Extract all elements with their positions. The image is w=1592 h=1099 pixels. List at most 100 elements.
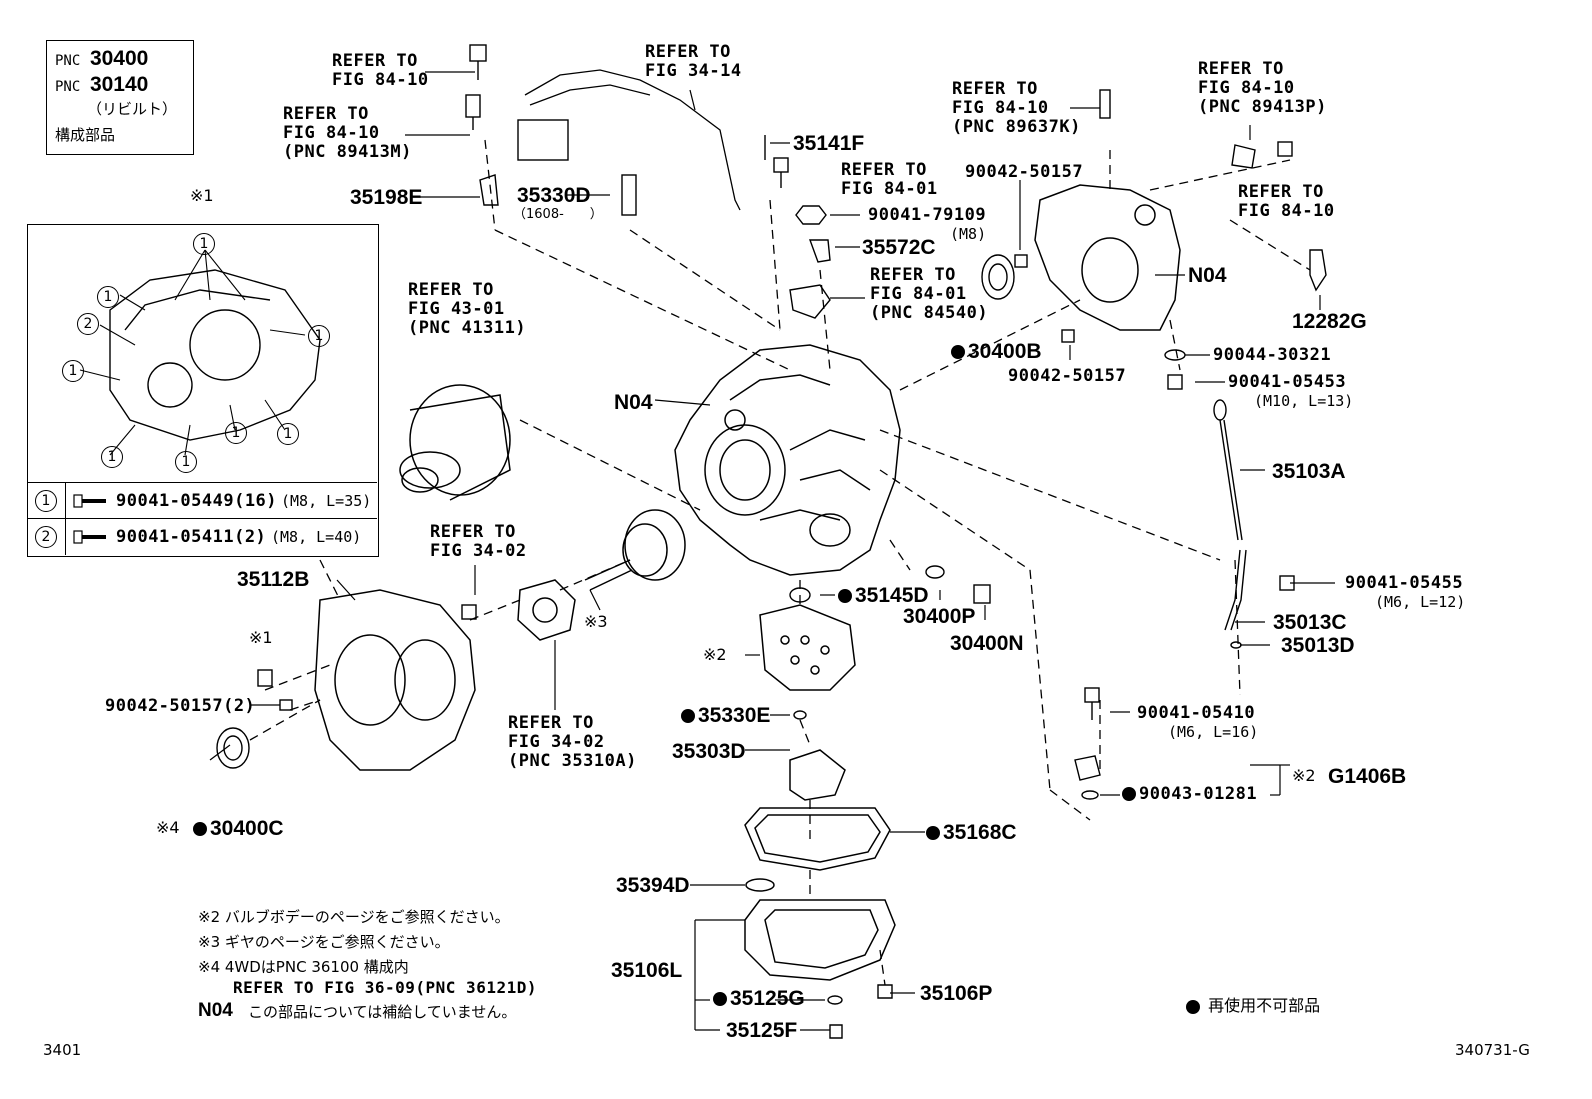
ref-line: REFER TO	[1198, 59, 1284, 79]
inset-callout: 1	[193, 233, 215, 255]
part-number: 90043-01281	[1139, 784, 1258, 804]
inset-row-number: 1	[35, 490, 57, 512]
ref-line: (PNC 84540)	[870, 303, 989, 323]
ref-line: FIG 34-02	[508, 732, 605, 752]
inset-part-spec: (M8, L=35)	[281, 492, 372, 510]
ref-line: (PNC 35310A)	[508, 751, 637, 771]
part-30400C-mark: ※4	[156, 818, 180, 837]
pnc-number: 30400	[89, 47, 149, 70]
transmission-case-main	[674, 344, 901, 576]
ref-line: FIG 84-10	[1238, 201, 1335, 221]
non-reusable-dot-icon	[926, 826, 940, 841]
part-90041-05453-spec: (M10, L=13)	[1254, 392, 1354, 410]
ref-line: FIG 84-01	[870, 284, 967, 304]
part-N04-side-cover: N04	[1188, 264, 1227, 287]
legend-text: 再使用不可部品	[1208, 996, 1321, 1015]
non-reusable-dot-icon	[1122, 787, 1136, 801]
note-4: ※4 4WDはPNC 36100 構成内	[198, 958, 409, 976]
part-30400P: 30400P	[903, 605, 976, 628]
side-cover-n04	[1034, 184, 1181, 331]
inset-title: ※1	[190, 186, 214, 205]
part-number: 35168C	[943, 821, 1017, 844]
clutch-drum	[584, 509, 686, 591]
pnc-prefix: PNC	[55, 53, 81, 69]
part-G1406B: G1406B	[1328, 765, 1407, 788]
ref-line: (PNC 89413P)	[1198, 97, 1327, 117]
part-35198E: 35198E	[350, 186, 423, 209]
inset-callout: 2	[77, 313, 99, 335]
note-n04-text: この部品については補給していません。	[248, 1003, 517, 1021]
part-90042-50157-b: 90042-50157	[1008, 366, 1127, 386]
ref-line: FIG 84-10	[283, 123, 380, 143]
ref-line: REFER TO	[508, 713, 594, 733]
part-35330D-note: （1608- ）	[513, 207, 603, 222]
assembly-dashed-lines	[249, 139, 1311, 986]
part-35013D: 35013D	[1281, 634, 1355, 657]
differential-gear	[399, 384, 511, 501]
part-35106L: 35106L	[611, 959, 683, 982]
valve-body	[759, 604, 856, 691]
ref-line: FIG 34-14	[645, 61, 742, 81]
inset-callout-lines	[79, 249, 306, 456]
part-30400B: 30400B	[951, 341, 1042, 363]
ref-line: FIG 84-10	[952, 98, 1049, 118]
inset-row-cell: 90041-05449(16) (M8, L=35)	[65, 483, 371, 519]
part-35103A: 35103A	[1272, 460, 1346, 483]
bolt-icon	[73, 494, 106, 508]
part-number: 35125G	[730, 987, 805, 1010]
part-90041-05453: 90041-05453	[1228, 372, 1347, 392]
washer	[745, 878, 775, 892]
part-90041-05455: 90041-05455	[1345, 573, 1464, 593]
part-35106P: 35106P	[920, 982, 993, 1005]
non-reusable-dot-icon	[1186, 999, 1200, 1014]
part-mark-3: ※3	[584, 612, 608, 631]
leader-lines	[209, 71, 1335, 1031]
ref-line: FIG 43-01	[408, 299, 505, 319]
pnc-component-note: 構成部品	[55, 126, 116, 144]
part-35168C: 35168C	[926, 822, 1017, 844]
ref-line: REFER TO	[870, 265, 956, 285]
ref-line: FIG 84-10	[332, 70, 429, 90]
pnc-line-1: PNC 30400	[55, 47, 148, 71]
inset-callout: 1	[277, 423, 299, 445]
part-N04-case: N04	[614, 391, 653, 414]
transfer-case	[314, 589, 476, 771]
pnc-prefix: PNC	[55, 79, 81, 95]
inset-row-2: 2 90041-05411(2) (M8, L=40)	[27, 518, 377, 555]
inset-part-number: 90041-05411(2)	[116, 527, 267, 547]
part-35125F: 35125F	[726, 1019, 798, 1042]
ref-line: (PNC 41311)	[408, 318, 527, 338]
non-reusable-dot-icon	[713, 992, 727, 1007]
ref-line: REFER TO	[408, 280, 494, 300]
ref-line: REFER TO	[841, 160, 927, 180]
part-30400N: 30400N	[950, 632, 1024, 655]
inset-callout: 1	[225, 422, 247, 444]
part-35145D: 35145D	[838, 585, 929, 607]
ref-line: REFER TO	[1238, 182, 1324, 202]
pnc-number: 30140	[89, 73, 149, 96]
pnc-rebuilt-note: （リビルト）	[87, 100, 178, 118]
part-90044-30321: 90044-30321	[1213, 345, 1332, 365]
legend-non-reusable: 再使用不可部品	[1186, 996, 1320, 1016]
pnc-box: PNC 30400 PNC 30140 （リビルト） 構成部品	[46, 40, 194, 155]
inset-part-spec: (M8, L=40)	[271, 528, 362, 546]
ref-line: FIG 34-02	[430, 541, 527, 561]
inset-callout: 1	[175, 451, 197, 473]
oil-strainer	[789, 749, 846, 801]
ref-line: REFER TO	[332, 51, 418, 71]
part-mark-1: ※1	[249, 628, 273, 647]
part-35394D: 35394D	[616, 874, 690, 897]
note-4-refer: REFER TO FIG 36-09(PNC 36121D)	[233, 978, 537, 997]
inset-callout: 1	[62, 360, 84, 382]
note-n04-code: N04	[198, 1000, 233, 1021]
part-30400C: 30400C	[193, 818, 284, 840]
